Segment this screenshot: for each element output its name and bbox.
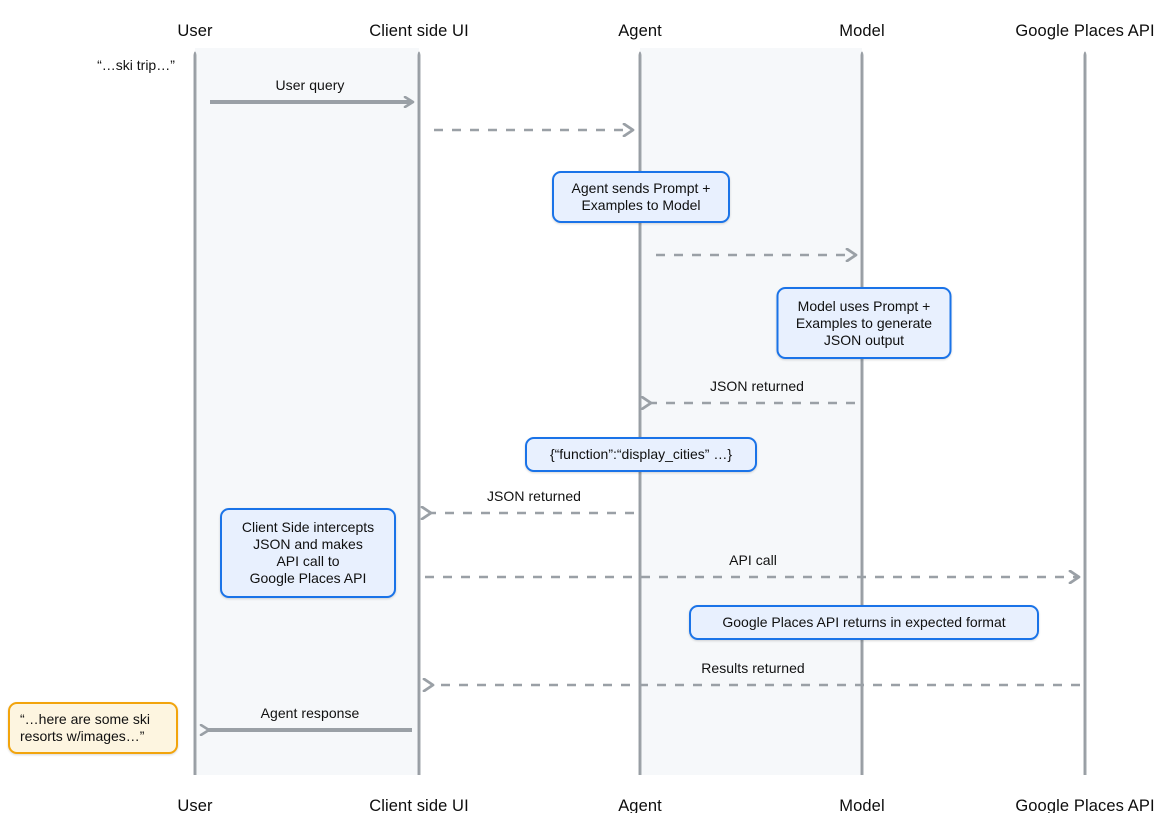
footer-lane-label-agent: Agent (618, 797, 662, 813)
lifeline-agent (638, 51, 642, 775)
footer-lane-label-user: User (177, 797, 213, 813)
lifeline-user (193, 51, 197, 775)
footer-lane-label-model: Model (839, 797, 885, 813)
footer-lane-label-places: Google Places API (1015, 797, 1155, 813)
header-lane-label-user: User (177, 22, 213, 40)
message-label-json-returned-agent-client: JSON returned (486, 488, 582, 504)
note-json-function: {“function”:“display_cities” …} (525, 437, 757, 472)
message-label-user-query: User query (275, 77, 345, 93)
note-client-intercepts: Client Side intercepts JSON and makes AP… (220, 508, 396, 598)
footer-lane-label-client: Client side UI (369, 797, 469, 813)
note-places-returns: Google Places API returns in expected fo… (689, 605, 1039, 640)
message-label-api-call: API call (729, 552, 777, 568)
lane-bands (195, 48, 862, 775)
header-lane-label-places: Google Places API (1015, 22, 1155, 40)
message-label-agent-response: Agent response (260, 705, 360, 721)
note-agent-sends-prompt: Agent sends Prompt + Examples to Model (552, 171, 730, 223)
note-model-generates-json: Model uses Prompt + Examples to generate… (776, 287, 952, 359)
lifeline-places (1083, 51, 1087, 775)
user-client-band (195, 48, 419, 775)
message-label-json-returned-model-agent: JSON returned (709, 378, 805, 394)
message-label-results-returned: Results returned (701, 660, 805, 676)
header-lane-label-client: Client side UI (369, 22, 469, 40)
lifelines (193, 51, 1087, 775)
header-lane-label-model: Model (839, 22, 885, 40)
header-lane-label-agent: Agent (618, 22, 662, 40)
agent-model-band (640, 48, 862, 775)
message-arrows (208, 102, 1080, 730)
lifeline-model (860, 51, 864, 775)
quote-ski-trip: “…ski trip…” (97, 57, 175, 73)
note-user-reply: “…here are some ski resorts w/images…” (8, 702, 178, 754)
lifeline-client (417, 51, 421, 775)
